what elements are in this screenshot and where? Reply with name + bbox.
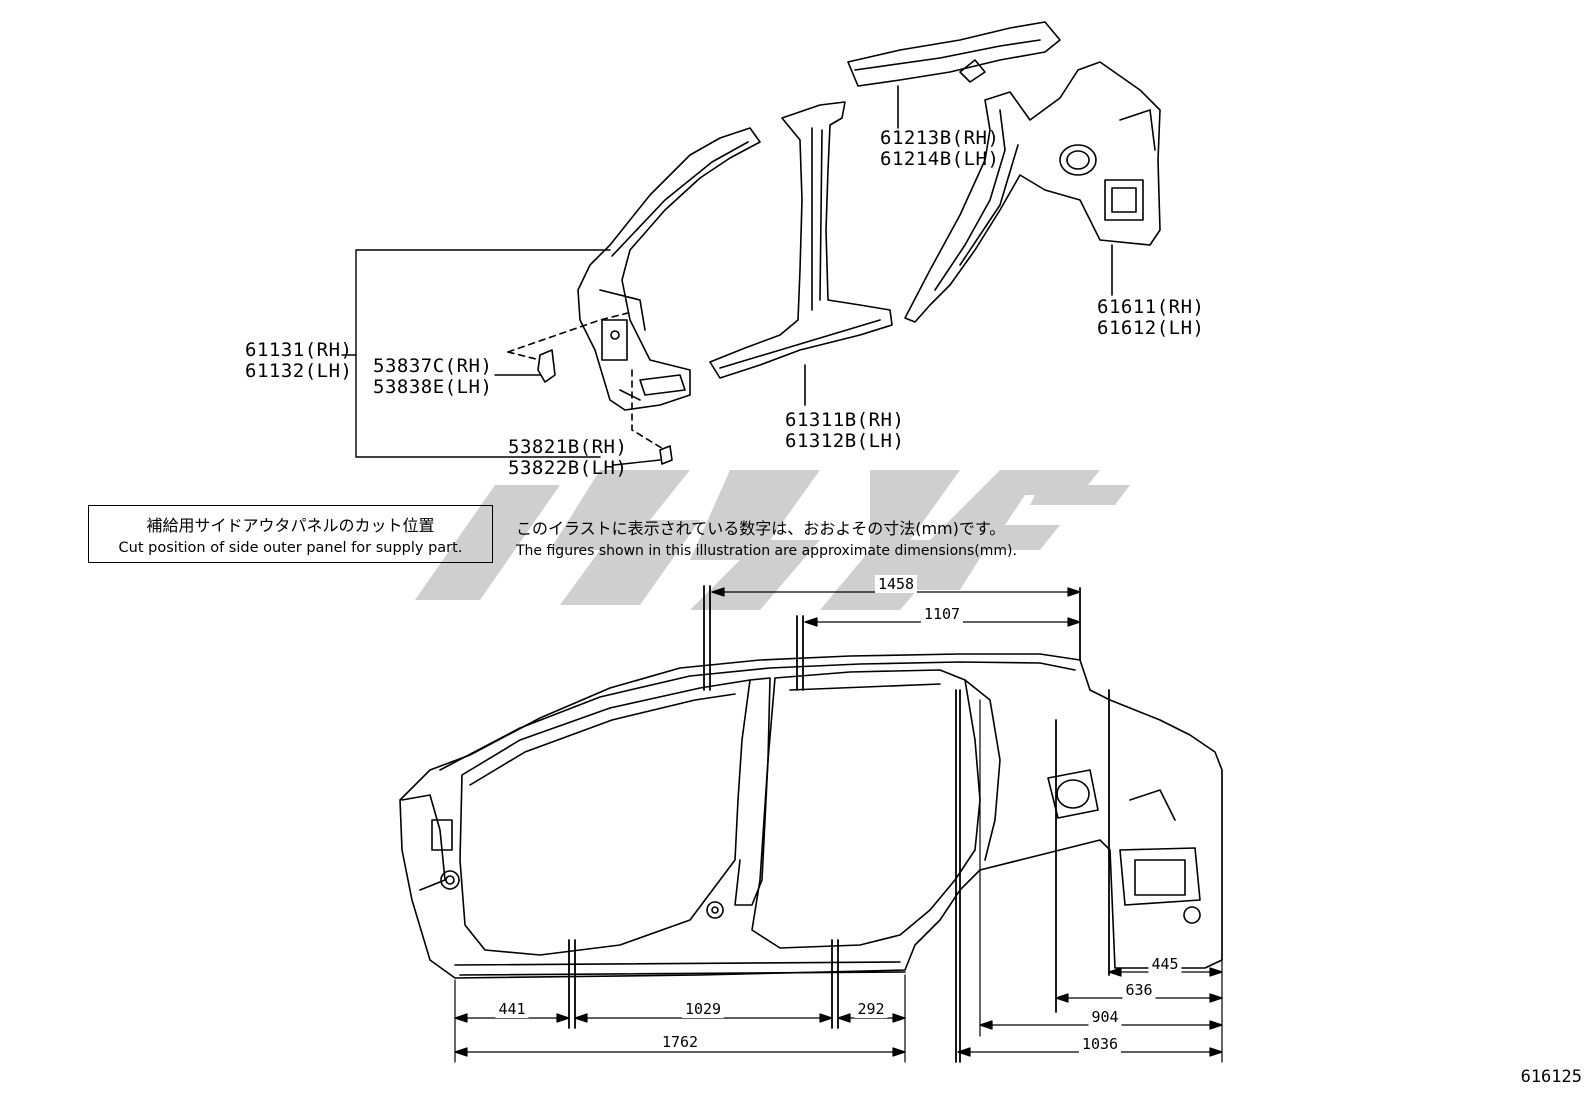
dimension-label: 636 <box>1122 981 1156 999</box>
part-label-bracket-lower: 53821B(RH) 53822B(LH) <box>508 436 628 479</box>
note-english: The figures shown in this illustration a… <box>516 543 1017 559</box>
leader-lines <box>341 249 661 466</box>
part-label-bracket-upper: 53837C(RH) 53838E(LH) <box>373 355 493 398</box>
dimension-label: 1762 <box>658 1033 702 1051</box>
dimension-label: 441 <box>495 1000 529 1018</box>
quarter-panel-part <box>904 61 1161 323</box>
part-label-roof-rail: 61213B(RH) 61214B(LH) <box>880 127 1000 170</box>
diagram-reference-number: 616125 <box>1520 1067 1582 1087</box>
part-label-quarter-panel: 61611(RH) 61612(LH) <box>1097 296 1205 339</box>
cut-lines <box>568 585 1110 1063</box>
part-label-center-pillar: 61311B(RH) 61312B(LH) <box>785 409 905 452</box>
extension-lines <box>454 699 1223 1063</box>
center-pillar-rocker-part <box>709 101 893 406</box>
note-japanese: このイラストに表示されている数字は、おおよその寸法(mm)です。 <box>516 519 1006 538</box>
cut-position-legend: 補給用サイドアウタパネルのカット位置 Cut position of side … <box>88 505 493 563</box>
roof-rail-part <box>847 21 1061 129</box>
dimension-label: 292 <box>854 1000 888 1018</box>
dimension-note: このイラストに表示されている数字は、おおよその寸法(mm)です。 The fig… <box>516 515 1017 559</box>
dimension-label: 1458 <box>874 575 918 593</box>
side-panel-outline <box>399 653 1223 979</box>
dimension-label: 1036 <box>1078 1035 1122 1053</box>
watermark-logo <box>415 470 1130 610</box>
dimension-label: 904 <box>1088 1008 1122 1026</box>
small-brackets <box>507 311 673 465</box>
dimension-label: 1029 <box>681 1000 725 1018</box>
part-label-front-pillar: 61131(RH) 61132(LH) <box>245 339 353 382</box>
legend-english: Cut position of side outer panel for sup… <box>118 540 463 556</box>
legend-japanese: 補給用サイドアウタパネルのカット位置 <box>146 516 435 535</box>
dimension-label: 445 <box>1148 955 1182 973</box>
front-pillar-part <box>577 127 761 411</box>
dimension-label: 1107 <box>920 605 964 623</box>
